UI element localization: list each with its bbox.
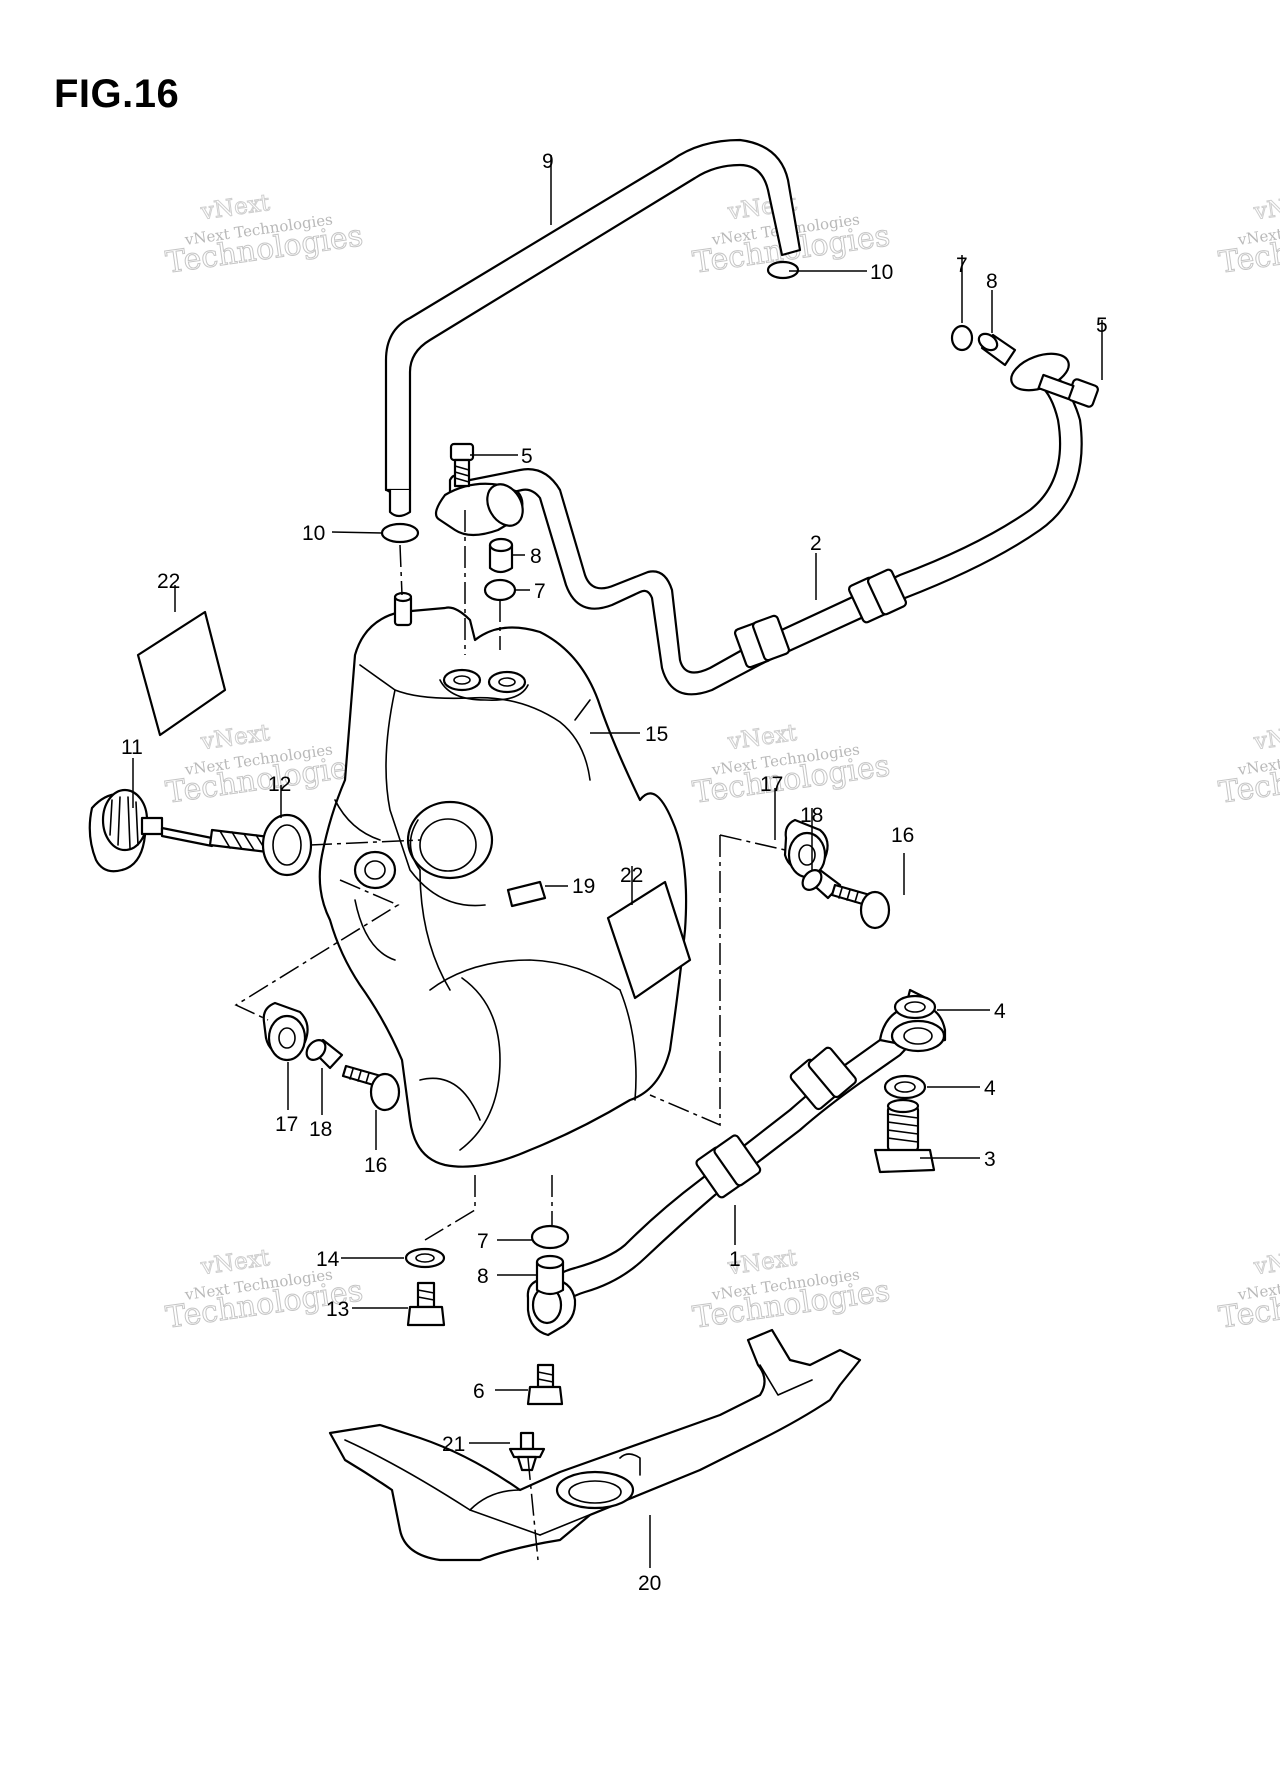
callout-8-bottom: 8	[477, 1265, 489, 1288]
o-ring-part-7-lower	[530, 1224, 570, 1250]
washer-part-14	[404, 1247, 446, 1269]
callout-16-right: 16	[891, 824, 914, 847]
breather-hose-part-9	[384, 138, 802, 518]
callout-14: 14	[316, 1248, 340, 1271]
leader-lines	[132, 155, 1103, 1568]
watermark-vnext: vNext	[1252, 190, 1280, 226]
callout-10-left: 10	[302, 522, 325, 545]
washer-part-4	[883, 994, 937, 1100]
callout-8-top: 8	[986, 270, 998, 293]
fuel-cap-part-11	[88, 788, 280, 873]
label-part-22	[136, 610, 227, 737]
guard-part-20	[328, 1328, 862, 1562]
callout-7-top: 7	[956, 254, 968, 277]
callout-7-mid: 7	[534, 580, 546, 603]
callout-18-right: 18	[800, 804, 823, 827]
callout-18-left: 18	[309, 1118, 332, 1141]
callout-17-left: 17	[275, 1113, 298, 1136]
figure-title: FIG.16	[54, 72, 180, 116]
grommet-part-17	[262, 818, 829, 1062]
callout-9: 9	[542, 150, 554, 173]
callout-15: 15	[645, 723, 668, 746]
bolt-part-6	[526, 1363, 564, 1406]
callout-12: 12	[268, 773, 291, 796]
collar-part-8	[488, 332, 1017, 574]
alignment-lines	[234, 510, 786, 1561]
callout-21: 21	[442, 1433, 465, 1456]
callout-3: 3	[984, 1148, 996, 1171]
callout-19: 19	[572, 875, 595, 898]
watermark-vnext: vNext	[1252, 720, 1280, 756]
callout-4-top: 4	[994, 1000, 1006, 1023]
callout-22-left: 22	[157, 570, 180, 593]
watermark-vnext: vNext	[1252, 1245, 1280, 1281]
callout-17-right: 17	[760, 773, 783, 796]
callout-5-right: 5	[1096, 314, 1108, 337]
callout-4-bottom: 4	[984, 1077, 996, 1100]
callout-7-bottom: 7	[477, 1230, 489, 1253]
callout-labels: 9 10 7 8 5 5 10 8 7 2 22 15 11 12 17 18 …	[121, 150, 1108, 1595]
callout-13: 13	[326, 1298, 349, 1321]
callout-20: 20	[638, 1572, 661, 1595]
callout-11: 11	[121, 736, 143, 759]
collar-part-8-lower	[535, 1254, 565, 1296]
callout-6: 6	[473, 1380, 485, 1403]
fuel-tank-part-15	[318, 591, 692, 1168]
hose-clip-part-10	[380, 260, 800, 544]
callout-5-left: 5	[521, 445, 533, 468]
callout-2: 2	[810, 532, 822, 555]
callout-16-left: 16	[364, 1154, 387, 1177]
bolt-part-16	[341, 883, 891, 1112]
callout-8-mid: 8	[530, 545, 542, 568]
callout-22-right: 22	[620, 864, 643, 887]
clip-part-21	[508, 1431, 546, 1472]
callout-10-top: 10	[870, 261, 893, 284]
banjo-bolt-part-3	[873, 1098, 936, 1174]
bolt-part-5	[449, 373, 1099, 488]
gasket-part-12	[261, 813, 313, 877]
bolt-part-13	[406, 1281, 446, 1327]
callout-1: 1	[729, 1248, 741, 1271]
collar-part-18	[305, 868, 842, 1070]
